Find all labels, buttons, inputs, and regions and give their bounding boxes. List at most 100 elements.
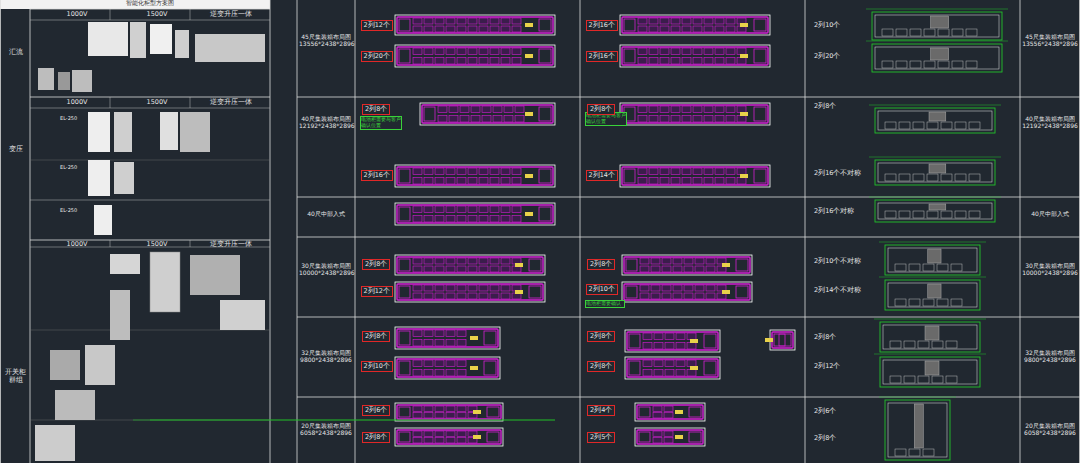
grid-line xyxy=(580,0,581,463)
table-label: 汇流 xyxy=(3,48,29,56)
badge-text: 2列16个 xyxy=(589,52,615,60)
container-layout xyxy=(635,403,705,421)
count-badge: 2列14个 xyxy=(586,170,618,181)
dimension-line xyxy=(133,420,555,421)
container-layout xyxy=(765,330,795,350)
cabinet-figure xyxy=(55,390,95,420)
cabinet-figure xyxy=(58,72,70,90)
table-label: 2列6个 xyxy=(814,408,869,415)
container-layout xyxy=(395,255,545,275)
grid-line xyxy=(190,240,191,247)
container-layout xyxy=(620,15,770,35)
badge-text: 2列8个 xyxy=(590,105,612,113)
container-layout xyxy=(635,428,705,446)
cabinet-figure xyxy=(50,350,80,380)
count-badge: 2列5个 xyxy=(587,432,615,443)
label-text: 40尺集装箱布局图 12192*2438*2896 xyxy=(299,115,355,129)
grid-line xyxy=(30,9,31,463)
count-badge: 2列12个 xyxy=(361,286,393,297)
title: 智能化柜型方案图 xyxy=(126,0,174,6)
table-label: 逆变升压一体 xyxy=(195,99,267,106)
table-label: 2列10个 xyxy=(814,22,869,29)
container-layout xyxy=(625,357,720,379)
label-text: 20尺集装箱布局图 6058*2438*2896 xyxy=(1024,422,1076,436)
badge-text: 2列5个 xyxy=(590,433,612,441)
table-label: 32尺集装箱布局图 9800*2438*2896 xyxy=(1022,350,1078,364)
container-layout xyxy=(879,242,986,275)
label-text: 逆变升压一体 xyxy=(210,98,252,106)
container-layout xyxy=(869,105,1001,133)
grid-line xyxy=(1079,0,1080,463)
label-text: 逆变升压一体 xyxy=(210,10,252,18)
container-layout xyxy=(622,282,752,302)
cabinet-figure xyxy=(150,24,172,54)
grid-line xyxy=(0,0,1,463)
label-text: 1000V xyxy=(67,98,88,106)
label-text: 20尺集装箱布局图 6058*2438*2896 xyxy=(300,422,352,436)
badge-text: 2列8个 xyxy=(590,362,612,370)
cabinet-figure xyxy=(38,68,54,90)
badge-text: 2列8个 xyxy=(590,332,612,340)
grid-line xyxy=(30,20,270,21)
grid-line xyxy=(1020,0,1021,463)
container-layout xyxy=(866,41,1008,72)
table-label: 2列20个 xyxy=(814,53,869,60)
count-badge: 2列8个 xyxy=(587,361,615,372)
label-text: 开关柜群组 xyxy=(5,368,26,384)
container-layout xyxy=(620,45,770,67)
grid-line xyxy=(297,317,1080,318)
label-text: 2列16个对称 xyxy=(814,207,854,215)
label-text: 2列10个不对称 xyxy=(814,257,861,265)
grid-line xyxy=(805,0,806,463)
table-label: 2列8个 xyxy=(814,334,869,341)
grid-line xyxy=(297,0,298,463)
badge-text: 2列12个 xyxy=(364,21,390,29)
table-label: 20尺集装箱布局图 6058*2438*2896 xyxy=(1022,423,1078,437)
label-text: 1500V xyxy=(147,10,168,18)
label-text: 1000V xyxy=(67,10,88,18)
container-layout xyxy=(879,397,956,460)
grid-line xyxy=(110,97,111,108)
badge-text: 2列20个 xyxy=(364,52,390,60)
badge-text: 2列16个 xyxy=(364,171,390,179)
count-badge: 2列10个 xyxy=(586,284,618,295)
cabinet-figure xyxy=(114,112,132,152)
container-layout xyxy=(879,277,986,310)
badge-text: 2列8个 xyxy=(365,433,387,441)
label-text: 电池柜需要与客户确认位置 xyxy=(361,116,401,128)
table-label: 40尺中部入式 xyxy=(1022,211,1078,218)
grid-line xyxy=(297,97,1080,98)
count-badge: 2列8个 xyxy=(362,331,390,342)
container-drawings xyxy=(133,9,1008,463)
container-layout xyxy=(395,428,503,446)
table-label: 20尺集装箱布局图 6058*2438*2896 xyxy=(299,423,353,437)
cabinet-figure xyxy=(88,160,110,196)
count-badge: 2列16个 xyxy=(586,51,618,62)
label-text: 2列12个 xyxy=(814,362,840,370)
table-label: 1000V xyxy=(45,99,109,106)
cabinet-figure xyxy=(94,205,112,235)
container-layout xyxy=(395,15,555,35)
container-layout xyxy=(622,255,752,275)
label-text: 1500V xyxy=(147,240,168,248)
label-text: 40尺中部入式 xyxy=(307,210,345,217)
grid-line xyxy=(297,197,1080,198)
cabinet-figure xyxy=(220,300,265,330)
badge-text: 2列16个 xyxy=(589,21,615,29)
count-badge: 2列16个 xyxy=(361,170,393,181)
label-text: 2列8个 xyxy=(814,333,836,341)
table-label: 1500V xyxy=(125,99,189,106)
label-text: EL-250 xyxy=(60,115,77,121)
label-text: EL-250 xyxy=(60,207,77,213)
grid-line xyxy=(190,97,191,108)
grid-line xyxy=(30,108,270,109)
label-text: EL-250 xyxy=(60,164,77,170)
cabinet-figure xyxy=(175,30,189,58)
label-text: 2列16个不对称 xyxy=(814,169,861,177)
label-text: 电池柜需要确认 xyxy=(586,300,621,306)
badge-text: 2列4个 xyxy=(590,406,612,414)
cabinet-figure xyxy=(130,22,146,58)
label-text: 30尺集装箱布局图 10000*2438*2896 xyxy=(299,262,355,276)
dimension-line xyxy=(150,420,555,421)
grid-line xyxy=(110,9,111,20)
